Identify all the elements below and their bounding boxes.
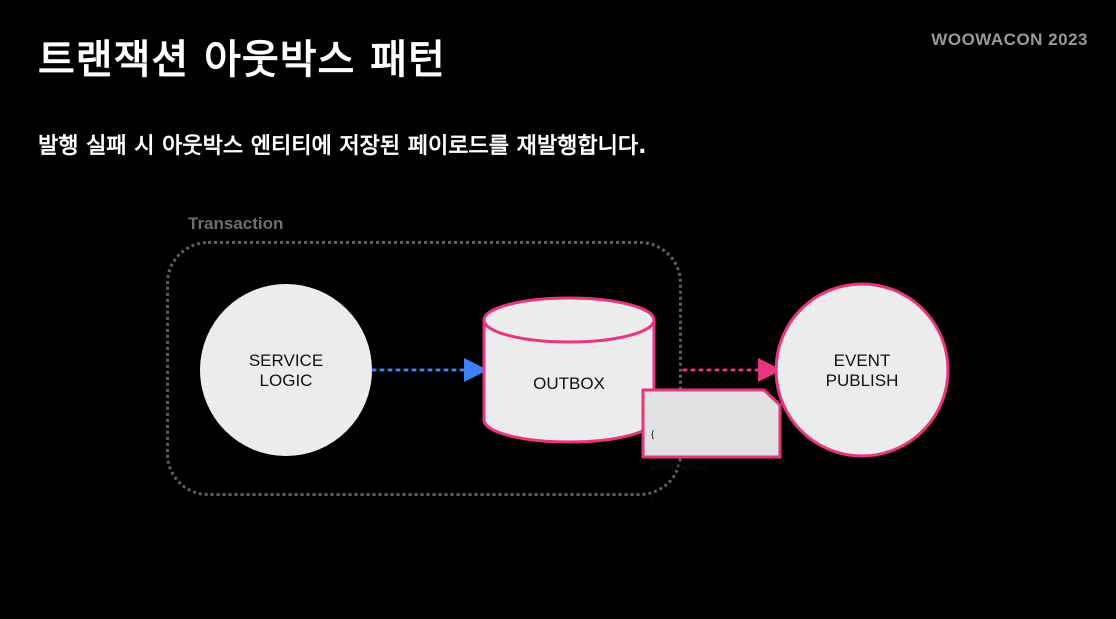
transaction-boundary	[166, 241, 682, 496]
service-logic-node	[200, 284, 372, 456]
payload-document-icon	[641, 388, 782, 459]
slide-title: 트랜잭션 아웃박스 패턴	[38, 37, 446, 83]
outbox-database-icon	[482, 296, 656, 444]
payload-text: { eventPayload }	[651, 429, 709, 506]
slide-subtitle: 발행 실패 시 아웃박스 엔티티에 저장된 페이로드를 재발행합니다.	[38, 134, 647, 159]
transaction-label: Transaction	[188, 214, 284, 233]
event-publish-node	[774, 282, 950, 458]
brand-logo-text: WOOWACON 2023	[931, 30, 1088, 49]
event-publish-label: EVENT PUBLISH	[825, 351, 899, 390]
service-logic-label: SERVICE LOGIC	[248, 351, 324, 390]
outbox-label: OUTBOX	[533, 374, 605, 393]
